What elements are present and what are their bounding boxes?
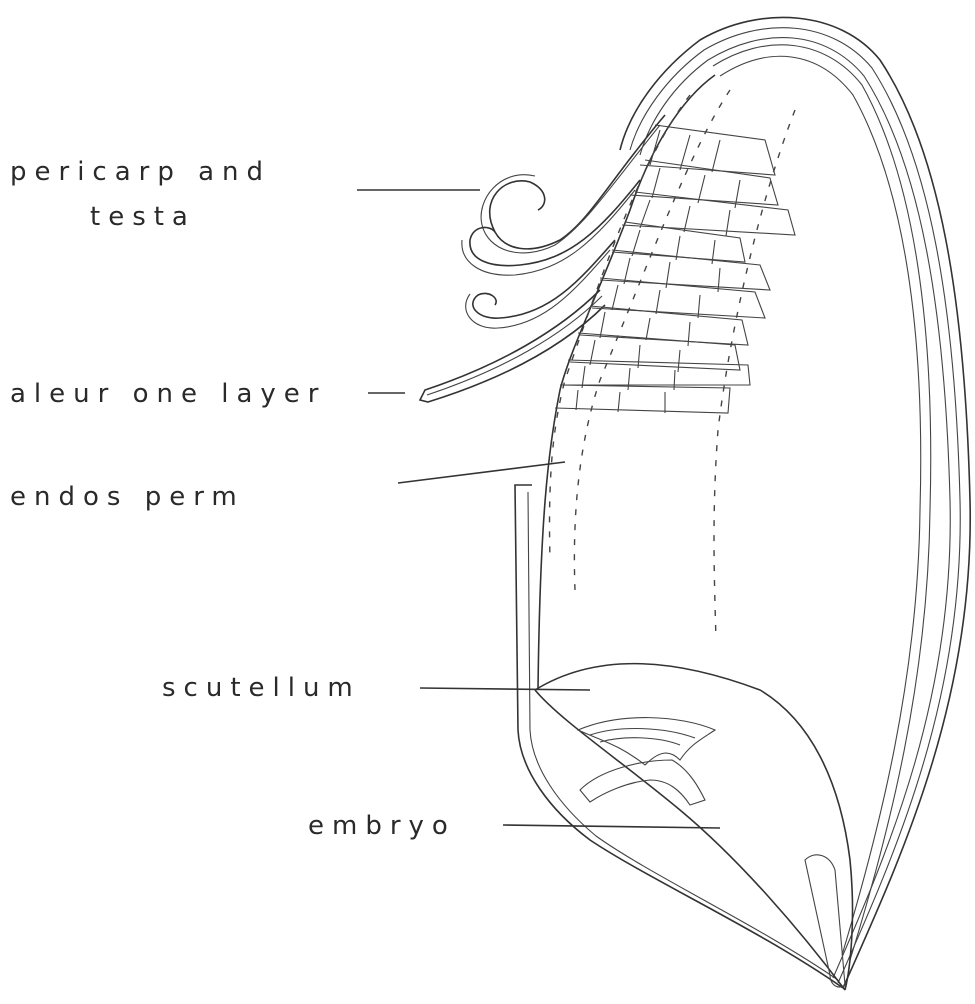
embryo-leader-line [503,825,720,828]
label-scutellum: scutellum [162,673,361,703]
label-pericarp-line2: testa [90,202,196,232]
label-aleurone: aleur one layer [10,379,326,409]
endosperm-dashed-traces [550,90,795,640]
label-endosperm: endos perm [10,482,245,512]
leader-lines [357,190,720,828]
grain-outer-coat [515,17,970,988]
label-pericarp-line1: pericarp and [10,157,271,187]
aleurone-cells-outer [713,45,931,960]
diagram-labels: pericarp and testa aleur one layer endos… [10,157,456,841]
scutellum-leader-line [420,688,590,690]
endosperm-leader-line [398,462,565,483]
label-embryo: embryo [308,811,456,841]
endosperm-cell-block [555,125,795,413]
pericarp-testa-curls [420,115,665,402]
